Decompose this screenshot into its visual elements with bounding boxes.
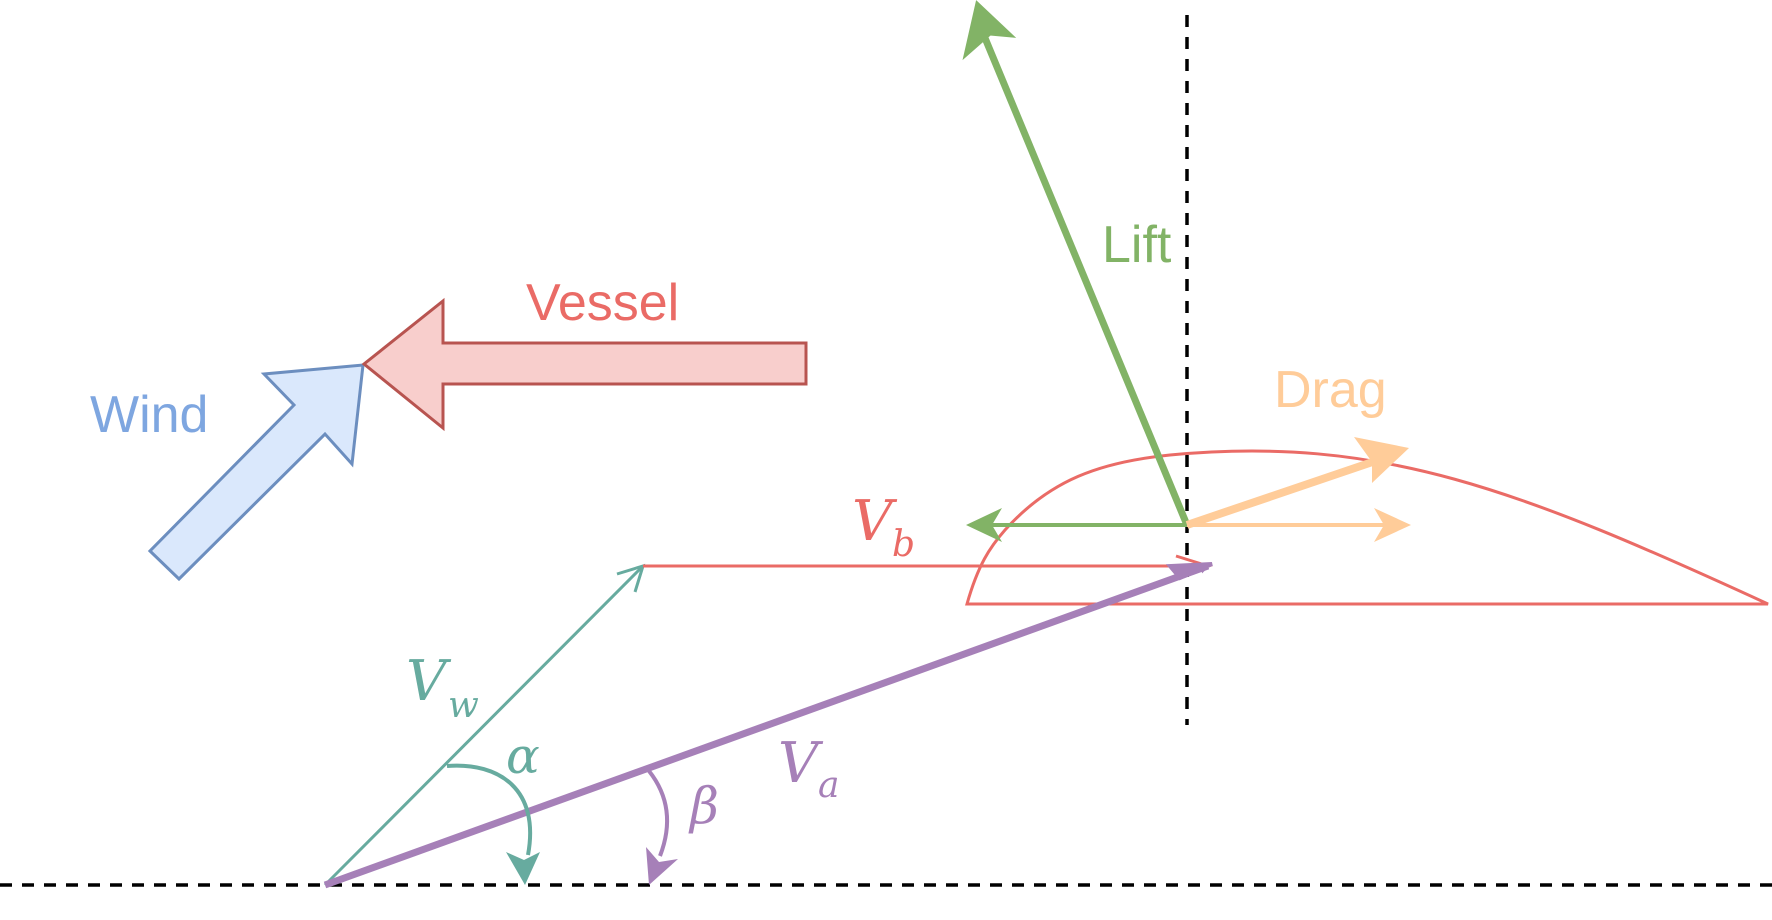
vessel-label: Vessel bbox=[526, 274, 679, 332]
lift-label: Lift bbox=[1102, 216, 1172, 274]
vw-label-subscript: w bbox=[448, 685, 479, 726]
beta-label: β bbox=[688, 777, 719, 835]
va-label: V a bbox=[778, 731, 839, 806]
va-label-subscript: a bbox=[818, 765, 839, 806]
va-vector bbox=[323, 562, 1210, 889]
vw-label: V w bbox=[406, 649, 479, 726]
drag-vector bbox=[1185, 450, 1398, 529]
va-arrowhead bbox=[1165, 562, 1213, 581]
drag-arrowhead bbox=[1354, 437, 1409, 483]
vb-label: V b bbox=[852, 489, 915, 565]
beta-arrowhead bbox=[646, 847, 678, 885]
wind-label: Wind bbox=[90, 386, 208, 444]
vw-label-main: V bbox=[406, 649, 452, 714]
vw-vector bbox=[323, 564, 645, 887]
lift-arrowhead bbox=[962, 0, 1017, 61]
alpha-arc bbox=[446, 763, 532, 856]
alpha-label: α bbox=[506, 727, 540, 785]
va-label-main: V bbox=[778, 731, 824, 796]
lift-vector bbox=[981, 36, 1191, 527]
drag-label: Drag bbox=[1274, 361, 1387, 419]
wind-arrow-icon bbox=[147, 363, 365, 582]
lift-component-arrowhead bbox=[966, 508, 1002, 542]
vb-label-subscript: b bbox=[892, 524, 915, 565]
drag-component-arrowhead bbox=[1374, 508, 1411, 542]
alpha-arrowhead bbox=[506, 852, 540, 885]
beta-arc bbox=[647, 769, 670, 857]
hull-profile bbox=[965, 449, 1769, 606]
vessel-arrow-icon bbox=[361, 297, 808, 432]
vb-label-main: V bbox=[852, 489, 898, 554]
